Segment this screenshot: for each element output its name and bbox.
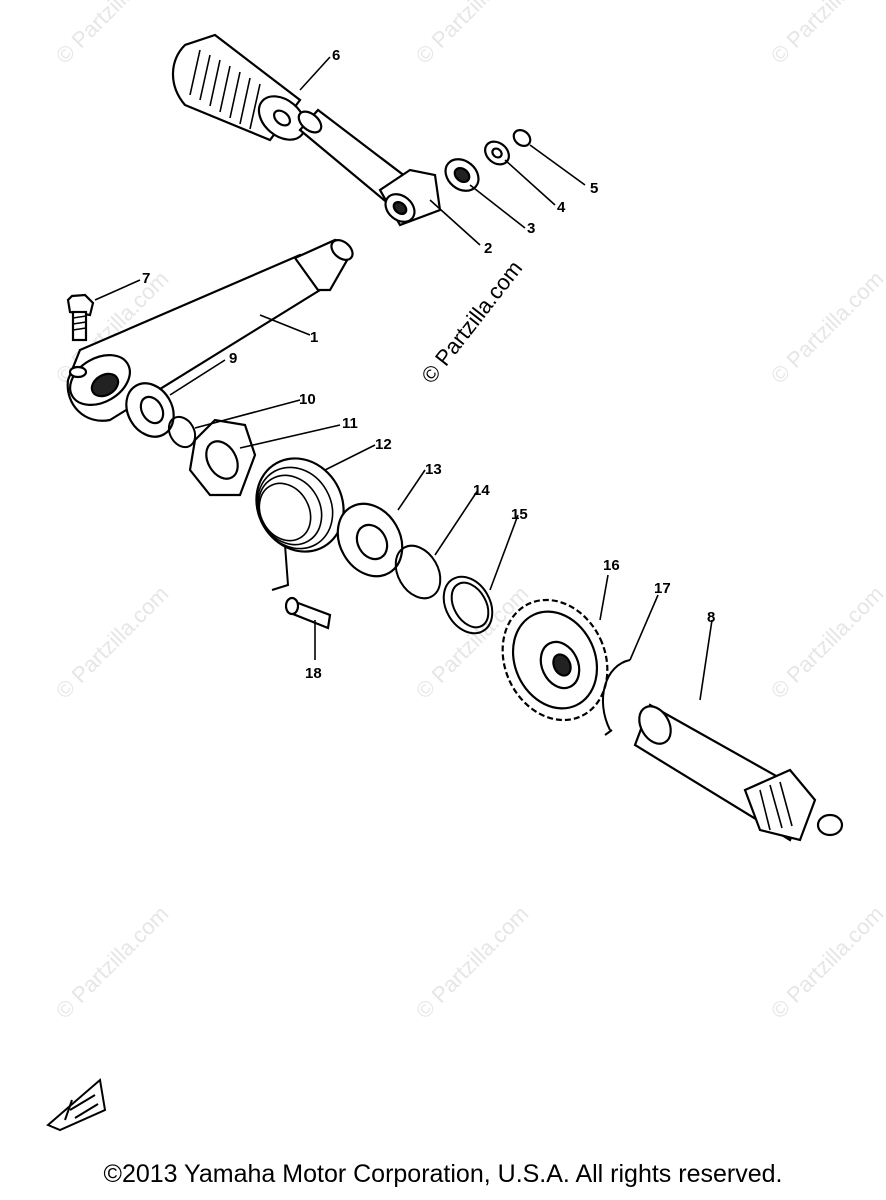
watermark: © Partzilla.com <box>766 266 886 389</box>
part-number-label: 9 <box>229 350 237 367</box>
part-number-label: 1 <box>310 329 318 346</box>
part-12-spring <box>255 457 345 591</box>
part-number-label: 2 <box>484 240 492 257</box>
watermark: © Partzilla.com <box>411 901 534 1024</box>
part-4-washer <box>484 140 510 166</box>
part-10-circlip <box>167 415 197 449</box>
part-number-label: 13 <box>425 461 442 478</box>
part-14-circlip <box>394 544 442 600</box>
part-labels: 1 2 3 4 5 6 7 8 9 10 11 12 13 14 15 16 1… <box>142 47 715 682</box>
part-number-label: 14 <box>473 482 490 499</box>
leader-lines <box>94 56 713 701</box>
part-13-spring-cover <box>336 502 404 578</box>
watermark-layer: © Partzilla.com © Partzilla.com © Partzi… <box>51 0 886 1024</box>
part-11-ratchet <box>188 418 257 497</box>
part-1-kick-crank <box>66 238 354 422</box>
part-number-label: 16 <box>603 557 620 574</box>
part-2-boss <box>378 168 442 227</box>
part-15-clip <box>442 575 494 635</box>
part-number-label: 15 <box>511 506 528 523</box>
watermark: © Partzilla.com <box>766 901 886 1024</box>
part-17-clip <box>601 659 631 736</box>
copyright-text: ©2013 Yamaha Motor Corporation, U.S.A. A… <box>103 1160 783 1188</box>
watermark: © Partzilla.com <box>51 581 174 704</box>
part-number-label: 8 <box>707 609 715 626</box>
part-8-kick-axle <box>633 703 844 842</box>
part-6-grip <box>171 33 307 142</box>
part-number-label: 12 <box>375 436 392 453</box>
part-number-label: 3 <box>527 220 535 237</box>
part-18-pin <box>284 596 332 630</box>
watermark: © Partzilla.com <box>766 0 886 69</box>
watermark: © Partzilla.com <box>411 0 534 69</box>
part-number-label: 4 <box>557 199 566 216</box>
part-number-label: 18 <box>305 665 322 682</box>
part-number-label: 10 <box>299 391 316 408</box>
watermark: © Partzilla.com <box>51 0 174 69</box>
part-number-label: 17 <box>654 580 671 597</box>
part-9-oil-seal <box>125 382 175 438</box>
watermark: © Partzilla.com <box>766 581 886 704</box>
part-number-label: 5 <box>590 180 598 197</box>
part-7-bolt <box>66 293 95 342</box>
watermark: © Partzilla.com <box>51 901 174 1024</box>
center-watermark: © Partzilla.com <box>416 256 527 388</box>
part-16-kick-gear <box>501 598 609 722</box>
part-5-cap <box>512 129 532 147</box>
front-arrow-icon <box>46 1078 107 1132</box>
part-number-label: 7 <box>142 270 150 287</box>
part-3-nut <box>444 158 480 192</box>
part-number-label: 11 <box>342 415 358 432</box>
part-number-label: 6 <box>332 47 340 64</box>
